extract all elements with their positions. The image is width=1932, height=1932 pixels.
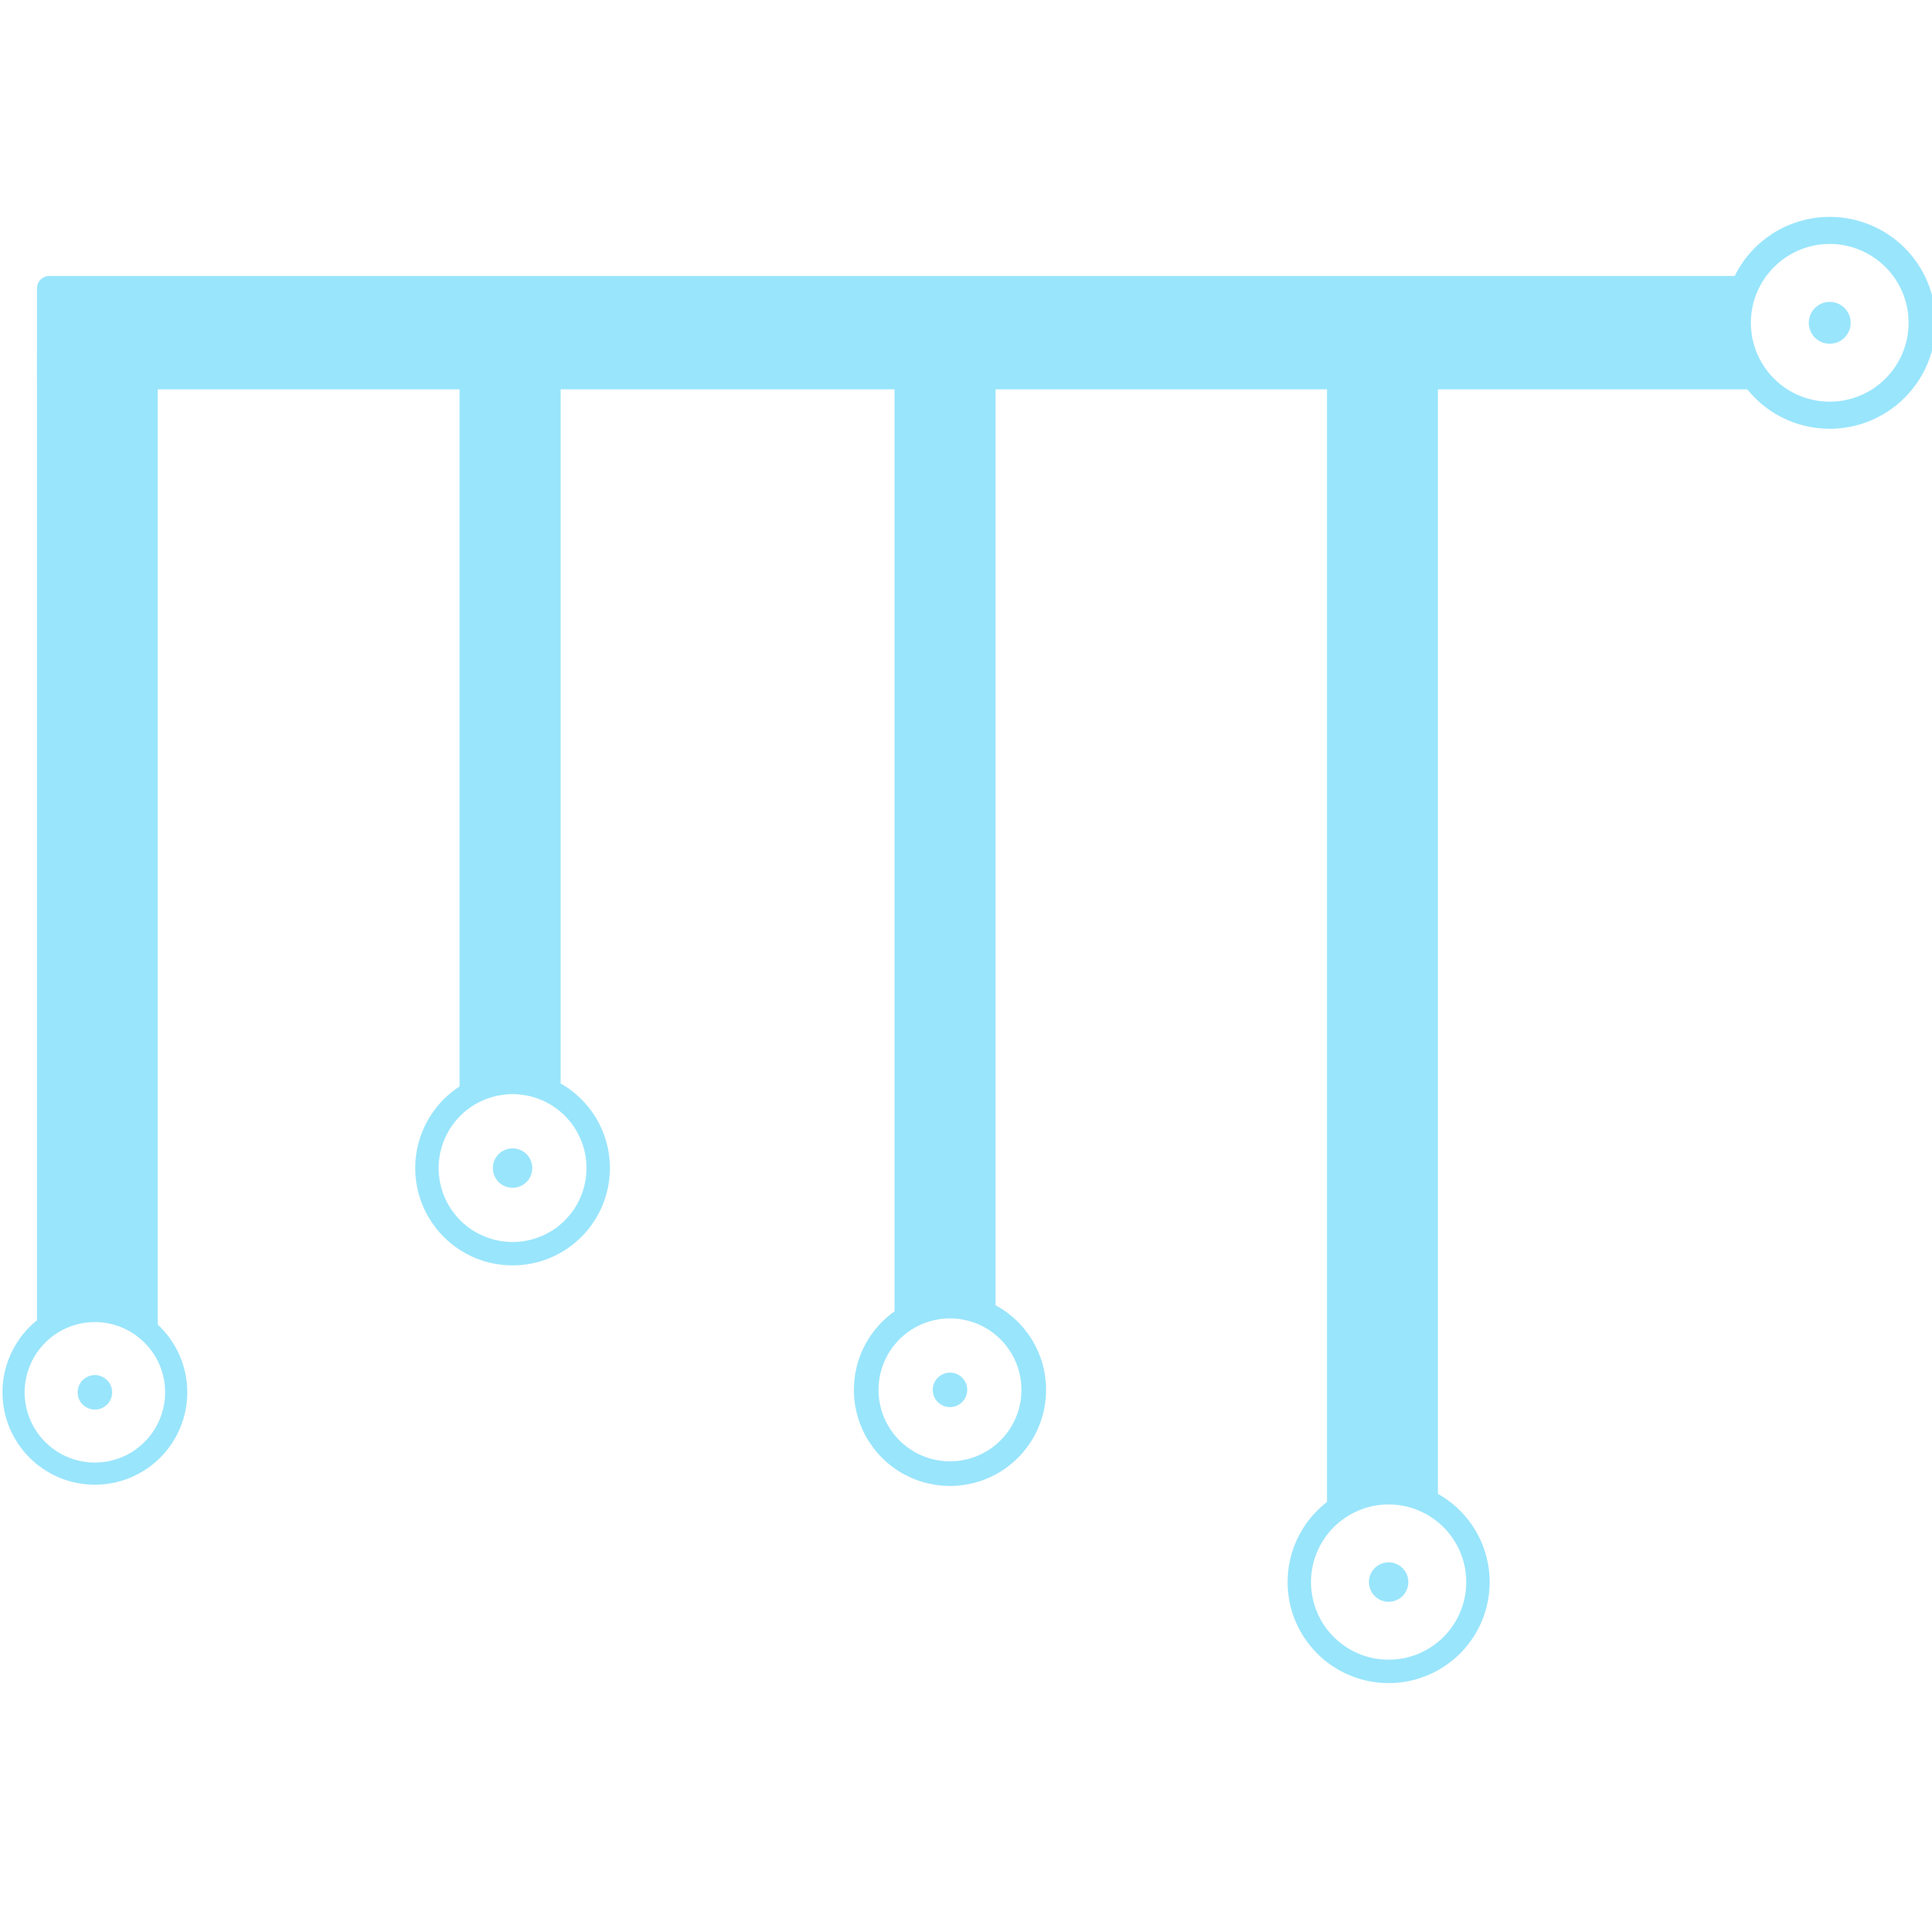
trace-4 <box>1327 357 1438 1516</box>
node-dot <box>493 1148 532 1188</box>
node-2 <box>2 1300 187 1485</box>
trace-2 <box>459 357 561 1097</box>
trace-1 <box>36 357 158 1331</box>
node-4 <box>854 1293 1046 1486</box>
node-dot <box>77 1375 112 1410</box>
node-3 <box>415 1071 610 1265</box>
node-dot <box>1368 1562 1409 1602</box>
node-dot <box>933 1372 968 1407</box>
node-5 <box>1287 1481 1490 1684</box>
circuit-nodes <box>2 217 1932 1684</box>
node-dot <box>1809 302 1851 344</box>
node-1 <box>1724 217 1932 429</box>
trace-3 <box>894 357 996 1331</box>
circuit-traces <box>36 276 1762 1516</box>
